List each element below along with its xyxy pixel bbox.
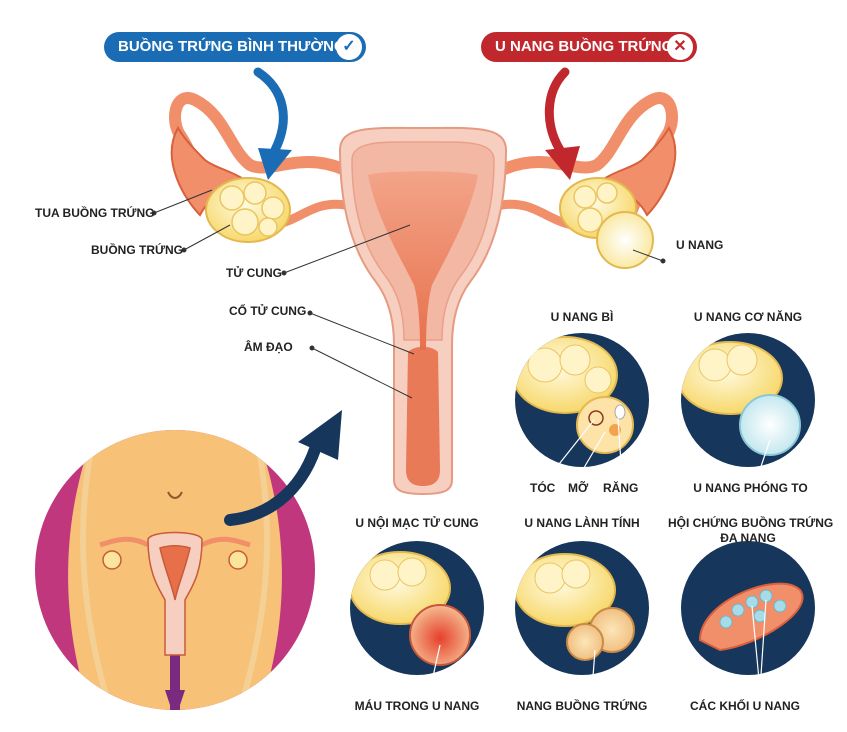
label-fimbriae: TUA BUỒNG TRỨNG (35, 206, 155, 220)
caption-endometrioma: MÁU TRONG U NANG (354, 699, 480, 713)
label-vagina: ÂM ĐẠO (244, 340, 293, 354)
cross-icon: ✕ (667, 34, 693, 60)
ovarian-cyst-badge: U NANG BUỒNG TRỨNG ✕ (481, 32, 697, 62)
uterus-illustration (169, 92, 678, 496)
left-ovary (205, 177, 291, 243)
ovarian-cyst-label: U NANG BUỒNG TRỨNG (495, 38, 674, 55)
navel (167, 491, 183, 499)
functional-cyst-illustration (681, 333, 815, 467)
title-pcos-line1: HỘI CHỨNG BUỒNG TRỨNG (668, 516, 834, 530)
endometrioma-illustration (350, 541, 484, 675)
caption-benign: NANG BUỒNG TRỨNG (516, 699, 648, 713)
title-endometrioma: U NỘI MẠC TỬ CUNG (355, 516, 479, 530)
title-benign: U NANG LÀNH TÍNH (524, 516, 640, 530)
normal-ovary-label: BUỒNG TRỨNG BÌNH THƯỜNG (118, 38, 346, 55)
title-functional: U NANG CƠ NĂNG (693, 310, 803, 324)
label-cyst: U NANG (676, 238, 724, 252)
uterine-cavity (368, 171, 478, 350)
cyst-arrow-head (545, 146, 580, 180)
cyst-pointer-arrow (544, 67, 570, 155)
benign-cyst-illustration (515, 541, 649, 675)
right-ovary (559, 177, 637, 239)
normal-pointer-arrow (253, 67, 288, 155)
caption-hair: TÓC (530, 481, 556, 495)
type-leaders (429, 417, 771, 691)
caption-fat: MỠ (568, 481, 589, 495)
caption-pcos: CÁC KHỐI U NANG (690, 699, 800, 713)
anatomy-leaders (151, 189, 666, 399)
caption-teeth: RĂNG (603, 481, 639, 495)
body-inset (35, 430, 315, 710)
ovarian-cyst (596, 211, 654, 269)
label-cervix: CỔ TỬ CUNG (229, 304, 307, 318)
pcos-illustration (681, 541, 815, 675)
title-dermoid: U NANG BÌ (550, 310, 614, 324)
title-pcos-line2: ĐA NANG (720, 531, 776, 545)
dermoid-cyst-illustration (515, 333, 649, 467)
label-uterus: TỬ CUNG (226, 266, 282, 280)
normal-ovary-badge: BUỒNG TRỨNG BÌNH THƯỜNG ✓ (104, 32, 366, 62)
check-icon: ✓ (336, 34, 362, 60)
label-ovary: BUỒNG TRỨNG (91, 243, 183, 257)
inset-to-uterus-arrow (224, 434, 324, 526)
caption-functional: U NANG PHÓNG TO (693, 481, 808, 495)
mini-uterus (99, 531, 251, 656)
vaginal-canal (406, 346, 440, 486)
normal-arrow-head (258, 148, 292, 180)
inset-arrow-head (298, 410, 342, 460)
